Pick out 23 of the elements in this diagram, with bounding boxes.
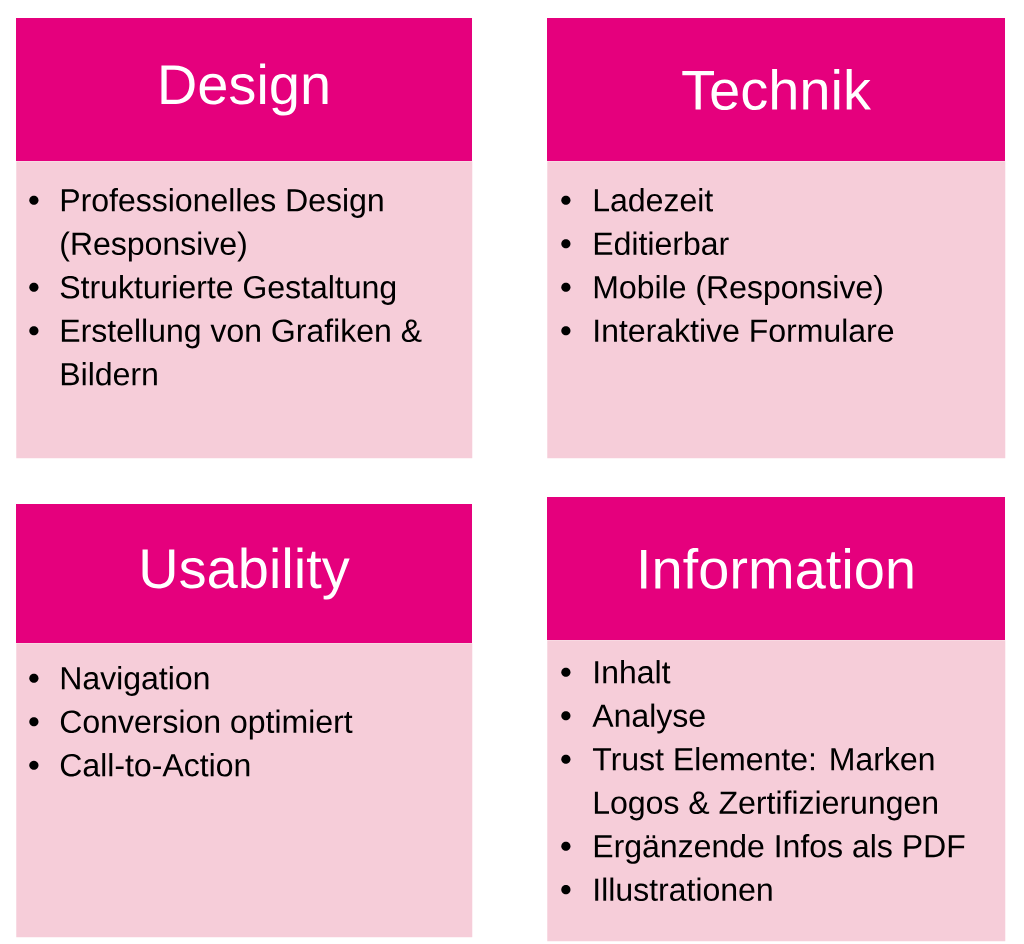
list-item: Editierbar [594,231,729,256]
list-item: Professionelles Design (Responsive) [61,188,383,262]
list-item: Strukturierte Gestaltung [60,275,396,305]
list-panel [547,640,1006,942]
header-box: Information [547,497,1005,640]
list-item: Inhalt [595,660,671,684]
list-item: Erstellung von Grafiken & Bildern [61,318,422,386]
list-panel [16,643,473,938]
list-item: Conversion optimiert [60,709,353,740]
list-item: Mobile (Responsive) [594,275,882,305]
header-box: Design [16,18,472,161]
list-item: Navigation [61,666,209,696]
list-item: Analyse [592,703,705,734]
list-item: Interaktive Formulare [595,318,894,343]
list-item: Trust Elemente: Marken Logos & Zertifizierungen [593,747,937,821]
list-panel [547,161,1006,459]
list-item: Call-to-Action [60,753,250,777]
header-box: Usability [16,504,472,643]
list-item: Ladezeit [594,188,713,212]
header-box: Technik [547,18,1005,161]
list-panel [16,161,473,459]
list-item: Illustrationen [595,877,772,902]
list-item: Ergänzende Infos als PDF [594,834,965,864]
